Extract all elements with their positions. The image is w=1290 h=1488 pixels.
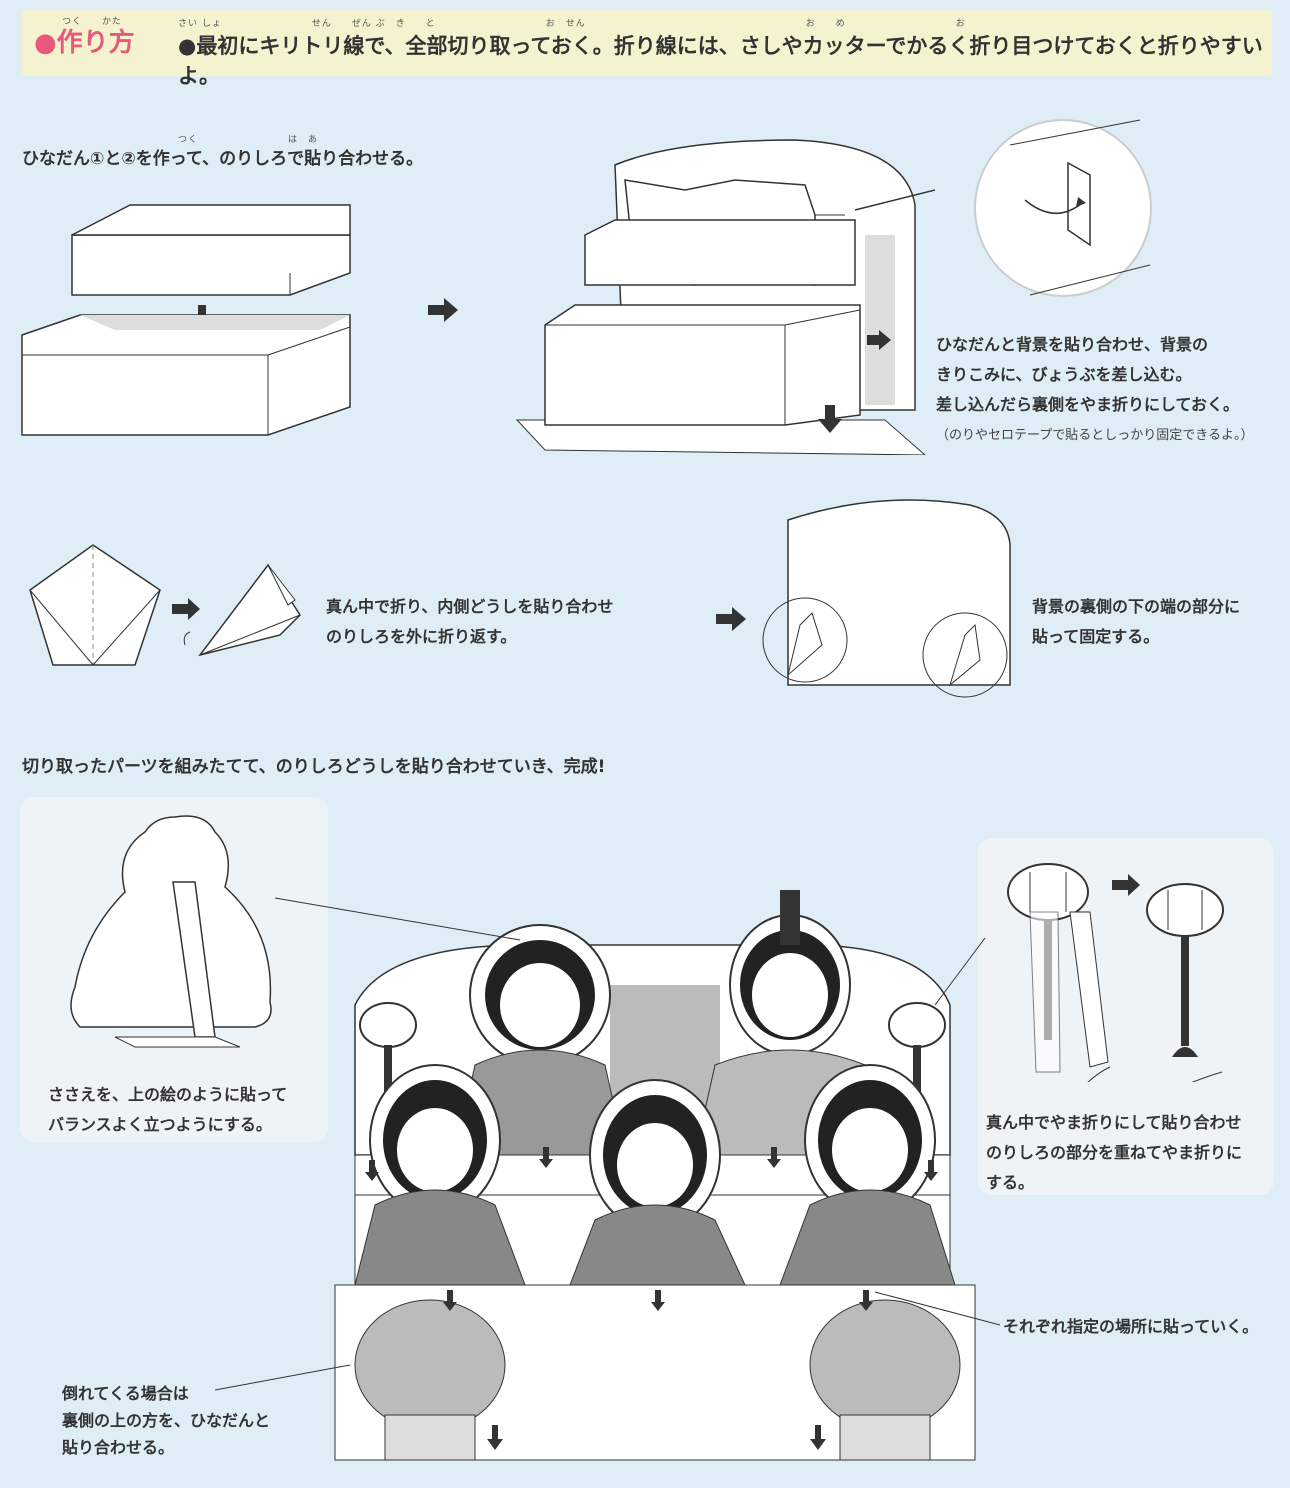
step5-text: 切り取ったパーツを組みたてて、のりしろどうしを貼り合わせていき、完成! — [22, 757, 606, 777]
step4-instructions: 背景の裏側の下の端の部分に 貼って固定する。 — [1032, 592, 1240, 652]
page-title: ●作り方 — [34, 28, 135, 58]
step3-line-1: 真ん中で折り、内側どうしを貼り合わせ — [326, 597, 614, 616]
lantern-folding-illustration — [1007, 863, 1224, 1082]
detail-zoom-circle — [974, 119, 1152, 297]
arrow-right-icon — [428, 298, 458, 322]
background-supports-illustration — [762, 499, 1011, 698]
arrow-right-icon — [172, 598, 200, 620]
support-instructions: ささえを、上の絵のように貼って バランスよく立つようにする。 — [48, 1080, 287, 1140]
support-line-1: ささえを、上の絵のように貼って — [48, 1085, 288, 1104]
step2-instructions: ひなだんと背景を貼り合わせ、背景の きりこみに、びょうぶを差し込む。 差し込んだ… — [936, 330, 1239, 420]
intro-ruby: さい しょ せん ぜん ぶ き と お せん お め お — [178, 19, 966, 29]
step1-ruby: つく は あ — [178, 135, 319, 145]
pentagon-support-illustration — [29, 544, 161, 666]
fall-line-1: 倒れてくる場合は — [62, 1384, 189, 1403]
hinadan-assembly-illustration — [515, 139, 935, 455]
header-banner — [22, 10, 1272, 76]
step4-line-2: 貼って固定する。 — [1032, 627, 1160, 646]
doll-support-illustration — [70, 815, 272, 1048]
fall-instructions: 倒れてくる場合は 裏側の上の方を、ひなだんと 貼り合わせる。 — [62, 1380, 270, 1461]
folded-support-illustration — [183, 563, 301, 657]
place-note: それぞれ指定の場所に貼っていく。 — [1003, 1317, 1259, 1336]
step2-note: （のりやセロテープで貼るとしっかり固定できるよ。） — [936, 428, 1254, 443]
step1-text: ひなだん①と②を作って、のりしろで貼り合わせる。 — [22, 149, 424, 169]
step3-instructions: 真ん中で折り、内側どうしを貼り合わせ のりしろを外に折り返す。 — [326, 592, 613, 652]
lantern-line-3: する。 — [986, 1173, 1035, 1192]
step2-line-1: ひなだんと背景を貼り合わせ、背景の — [936, 335, 1209, 354]
arrow-right-icon — [716, 607, 746, 631]
support-line-2: バランスよく立つようにする。 — [48, 1115, 272, 1134]
stacked-boxes-illustration — [21, 204, 351, 436]
step2-line-3: 差し込んだら裏側をやま折りにしておく。 — [936, 395, 1240, 414]
lantern-instructions: 真ん中でやま折りにして貼り合わせ のりしろの部分を重ねてやま折りに する。 — [986, 1108, 1242, 1198]
lantern-line-2: のりしろの部分を重ねてやま折りに — [986, 1143, 1243, 1162]
fall-line-2: 裏側の上の方を、ひなだんと — [62, 1411, 271, 1430]
step4-line-1: 背景の裏側の下の端の部分に — [1032, 597, 1241, 616]
lantern-line-1: 真ん中でやま折りにして貼り合わせ — [986, 1113, 1242, 1132]
fall-line-3: 貼り合わせる。 — [62, 1438, 175, 1457]
intro-text: ●最初にキリトリ線で、全部切り取っておく。折り線には、さしやカッターでかるく折り… — [178, 34, 1263, 88]
step3-line-2: のりしろを外に折り返す。 — [326, 627, 517, 646]
completed-hinadan-illustration — [334, 890, 976, 1461]
title-ruby: つく かた — [62, 17, 123, 27]
step2-line-2: きりこみに、びょうぶを差し込む。 — [936, 365, 1192, 384]
